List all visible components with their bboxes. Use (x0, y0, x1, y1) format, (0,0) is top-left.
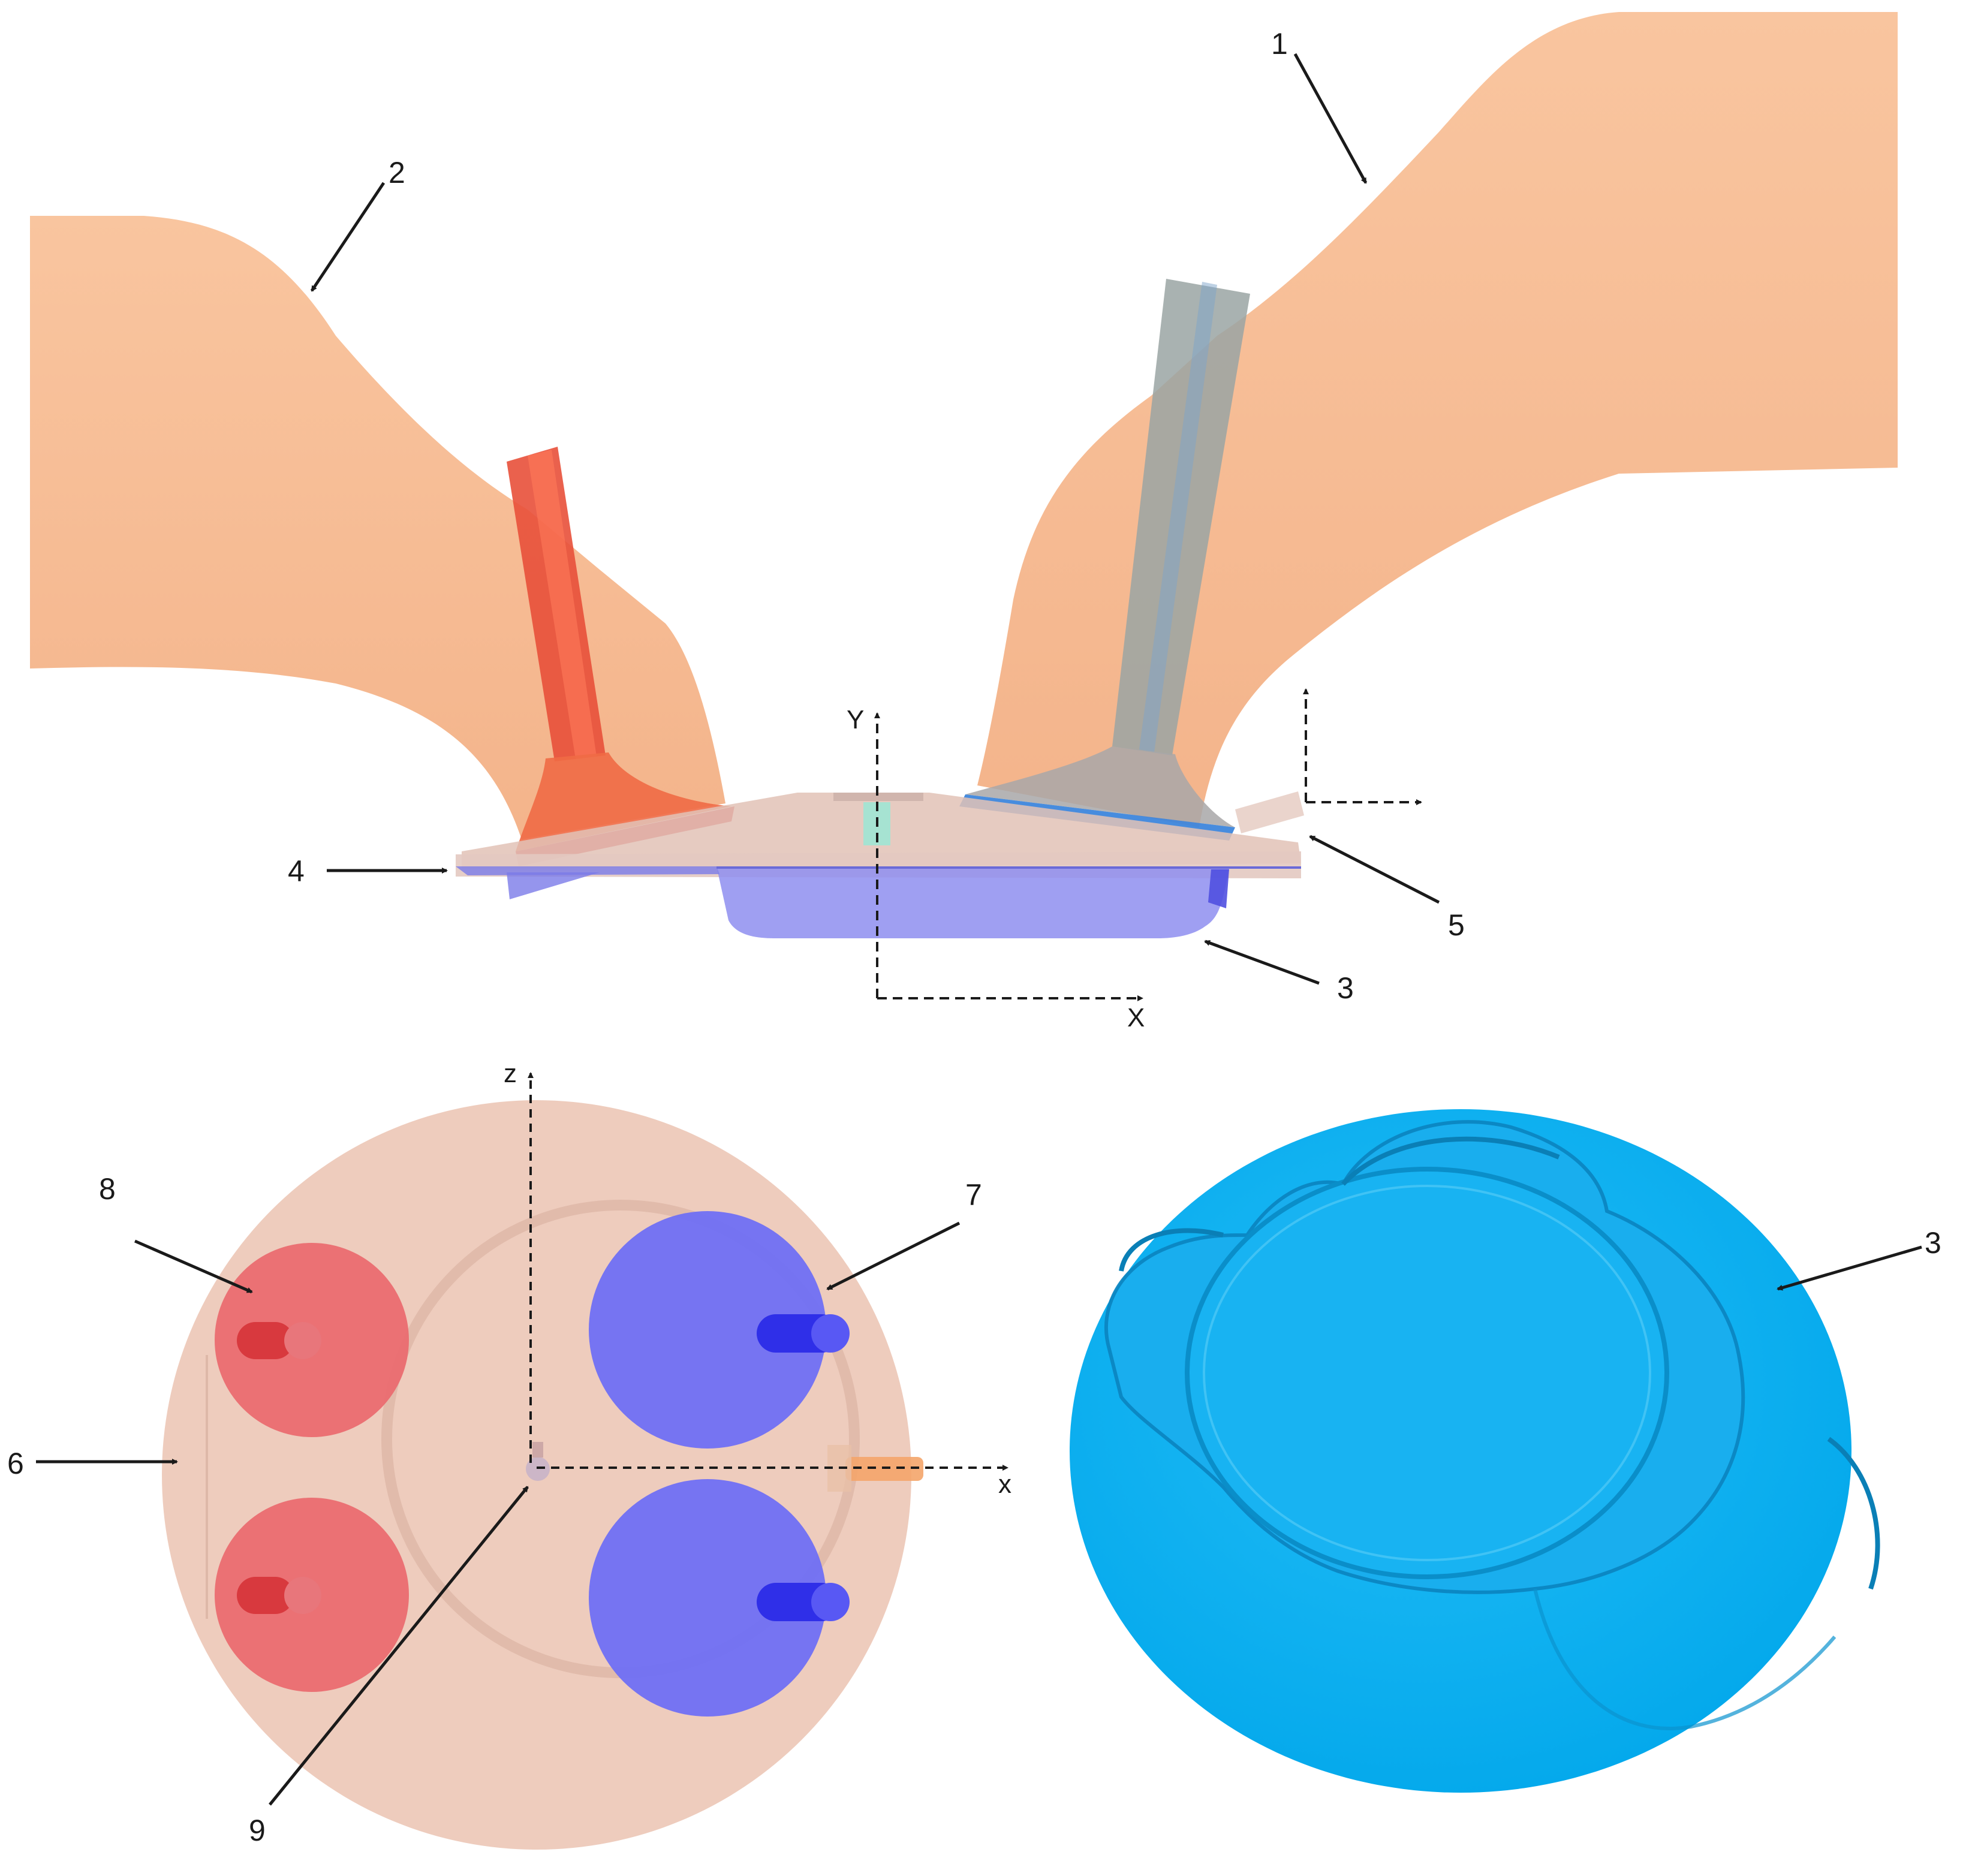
top-callouts: 8 7 6 9 (7, 1172, 982, 1847)
iso-callouts: 3 (1777, 1226, 1941, 1291)
side-axes: Y X (847, 688, 1422, 1032)
x-axis-label-top: x (998, 1470, 1011, 1499)
callout-3-iso: 3 (1925, 1226, 1941, 1260)
callout-9: 9 (249, 1814, 266, 1847)
side-view: Y X 1 2 3 4 5 (30, 12, 1898, 1032)
callout-2: 2 (389, 156, 405, 189)
iso-view: 3 (1070, 1109, 1941, 1793)
intake-valves-top (589, 1211, 850, 1717)
callout-6: 6 (7, 1447, 24, 1480)
callout-1: 1 (1271, 27, 1288, 61)
callout-7: 7 (965, 1178, 982, 1212)
exhaust-port (30, 216, 725, 839)
top-view: z x 8 7 6 9 (7, 1059, 1011, 1850)
x-axis-label: X (1127, 1003, 1145, 1032)
z-axis-label: z (504, 1059, 517, 1088)
callout-8: 8 (99, 1172, 116, 1206)
y-axis-label: Y (847, 705, 864, 734)
intake-port (977, 12, 1898, 827)
top-axes: z x (504, 1059, 1011, 1499)
side-port (1235, 791, 1304, 833)
callout-5: 5 (1448, 908, 1465, 942)
side-callouts: 1 2 3 4 5 (288, 27, 1465, 1005)
combustion-chamber (716, 866, 1229, 938)
callout-3: 3 (1337, 971, 1354, 1005)
callout-4: 4 (288, 854, 305, 888)
exhaust-valves-top (215, 1243, 409, 1692)
intake-valve (959, 279, 1250, 841)
